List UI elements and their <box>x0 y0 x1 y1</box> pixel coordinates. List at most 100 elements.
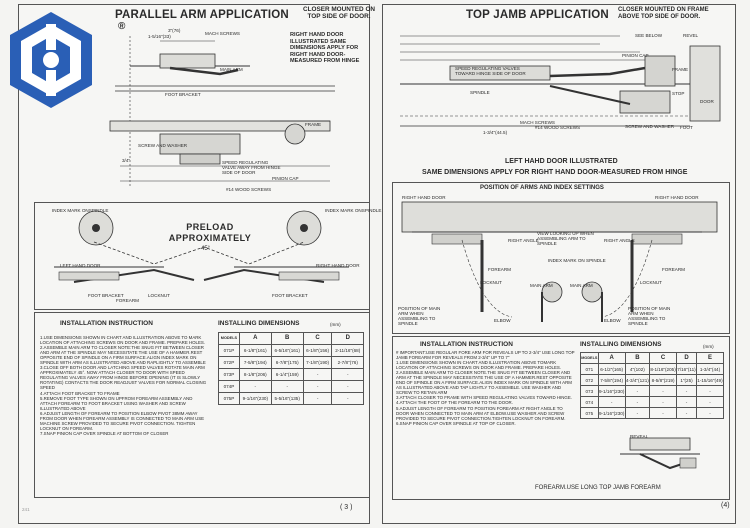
speed-valve-label-r: SPEED REGULATING VALVES TOWARD HINGE SID… <box>455 66 526 76</box>
cell: 2-11/16"(68) <box>331 344 364 357</box>
elbow-r-label: ELBOW <box>604 318 621 323</box>
dim-header: D <box>676 352 697 364</box>
pinion-cap-label-r: PINION CAP <box>622 53 649 58</box>
reveal-small-label: REVEAL <box>630 434 649 439</box>
cell: 9-1/16"(230) <box>238 392 272 405</box>
foot-label: FOOT <box>680 125 693 130</box>
right-hand-door-l-label: RIGHT HAND DOOR <box>402 195 446 200</box>
reveal-drawing <box>620 437 700 470</box>
speed-valve-label: SPEED REGULATING VALVE AWAY FROM HINGE S… <box>222 160 281 175</box>
right-step: 3.ATTACH CLOSER TO FRAME WITH SPEED REGU… <box>396 395 572 401</box>
right-dim-table: MODELS A B C D E 071 6-1/2"(165) 4"(102)… <box>580 352 725 419</box>
dim-top-label: 3"(76) <box>168 28 181 33</box>
cell: - <box>649 385 678 397</box>
cell: 7-5/8"(194) <box>597 374 626 386</box>
pinion-cap-label: PINION CAP <box>272 176 299 181</box>
left-closer-note: CLOSER MOUNTED ON TOP SIDE OF DOOR. <box>302 6 376 21</box>
index-mark-left-label: INDEX MARK ONSPINDLE <box>52 208 109 213</box>
illustrated-text: LEFT HAHD DOOR ILLUSTRATED <box>505 158 618 165</box>
index-mark-label-r: INDEX MARK ON SPINDLE <box>548 258 606 263</box>
table-row: 073 9-1/16"(230) - - - - <box>580 385 725 397</box>
cell: 6-7/8"(175) <box>270 356 304 369</box>
registered-mark: ® <box>118 21 126 32</box>
left-small-number: 241 <box>22 507 30 512</box>
right-install-title: INSTALLATION INSTRUCTION <box>420 341 513 348</box>
cell: 4-3/4"(121) <box>624 374 651 386</box>
screw-washer-label: SCREW AND WASHER <box>138 143 188 148</box>
spindle-label: SPINDLE <box>470 90 490 95</box>
cell: 072 <box>580 374 599 386</box>
right-step: 6.SNAP PINION CAP OVER SPINDLE AT TOP OF… <box>396 420 516 426</box>
cell: - <box>624 385 651 397</box>
forearm-label-r: FOREARM <box>488 267 511 272</box>
left-install-steps: 1.USE DIMENSIONS SHOWN IN CHART AND ILLU… <box>40 335 208 436</box>
right-step: 5.ADJUST LENGTH OF FOREARM TO POSITION F… <box>396 405 566 421</box>
table-row: 071P 6-1/8"(161) 6-5/16"(161) 6-1/8"(156… <box>218 344 364 357</box>
right-hand-door-label: RIGHT HAND DOOR <box>316 263 360 268</box>
right-hand-door-r-label: RIGHT HAND DOOR <box>655 195 699 200</box>
locknut-label-r: LOCKNUT <box>480 280 502 285</box>
cell: 074 <box>580 396 599 408</box>
position-l-label: POSITION OF MAIN ARM WHEN ASSEMBLING TO … <box>398 306 441 326</box>
left-hand-door-label: LEFT HAND DOOR <box>60 263 101 268</box>
right-door-note: RIGHT HAND DOOR ILLUSTRATED SAME DIMENSI… <box>290 32 360 64</box>
foot-bracket-label-3: FOOT BRACKET <box>272 293 308 298</box>
cell: 6-5/16"(161) <box>270 344 304 357</box>
position-r-label: POSITION OF MAIN ARM WHEN ASSEMBLING TO … <box>628 306 671 326</box>
locknut-label-r2: LOCKNUT <box>640 280 662 285</box>
cell: 073P <box>218 368 240 381</box>
brand-logo <box>10 12 92 108</box>
left-step: 4.ATTACH FOOT BRACKET TO FRAME <box>40 390 120 396</box>
foot-bracket-label-2: FOOT BRACKET <box>88 293 124 298</box>
dim-header: D <box>331 332 364 345</box>
cell: - <box>649 396 678 408</box>
table-row: 072 7-5/8"(194) 4-3/4"(121) 8-5/8"(219) … <box>580 374 725 386</box>
left-page-number: ( 3 ) <box>340 504 353 511</box>
cell: - <box>695 396 725 408</box>
mach-screws-label-r: MACH SCREWS <box>520 120 555 125</box>
view-up-label: VIEW LOOKING UP WHEN ASSEMBLING ARM TO S… <box>537 231 594 246</box>
cell: - <box>649 407 678 419</box>
position-section <box>392 182 730 334</box>
dim-header: E <box>695 352 725 364</box>
right-closer-note: CLOSER MOUNTED ON FRAME ABOVE TOP SIDE O… <box>618 7 709 20</box>
cell: - <box>302 392 333 405</box>
dim-side-label: 3/4" <box>122 158 131 163</box>
table-row: 071 6-1/2"(165) 4"(102) 8-1/16"(205) 7/1… <box>580 363 725 375</box>
cell: - <box>302 380 333 393</box>
frame-label-r: FRAME <box>672 67 689 72</box>
cell: - <box>695 385 725 397</box>
dim-header: A <box>597 352 626 364</box>
cell: - <box>270 380 304 393</box>
dim-header: C <box>302 332 333 345</box>
mach-screws-label: MACH SCREWS <box>205 31 240 36</box>
cell: 073 <box>580 385 599 397</box>
same-dims-text: SAME DIMENSIONS APPLY FOR RIGHT HAND DOO… <box>422 169 688 176</box>
cell: - <box>331 380 364 393</box>
cell: - <box>597 396 626 408</box>
cell: 9-1/16"(230) <box>597 407 626 419</box>
main-arm-r-label: MAIN ARM <box>570 283 593 288</box>
right-page <box>382 4 736 524</box>
cell: 8-1/16"(205) <box>649 363 678 375</box>
left-install-title: INSTALLATION INSTRUCTION <box>60 320 153 327</box>
main-arm-label: MAIN ARM <box>220 67 243 72</box>
dim-label-r: 1-3/4"(44.5) <box>483 130 508 135</box>
cell: - <box>331 392 364 405</box>
forearm-label-r2: FOREARM <box>662 267 685 272</box>
cell: 7/16"(11) <box>676 363 697 375</box>
table-row: 075P 9-1/16"(230) 5-5/16"(135) - - <box>218 392 364 405</box>
right-dim-unit: (mm) <box>703 344 714 349</box>
frame-label: FRAME <box>305 122 322 127</box>
cell: 6-1/8"(161) <box>238 344 272 357</box>
stop-label: STOP <box>672 91 685 96</box>
cell: - <box>624 407 651 419</box>
wood-screws-label: #14 WOOD SCREWS <box>226 187 272 192</box>
forearm-label: FOREARM <box>116 298 139 303</box>
cell: - <box>695 407 725 419</box>
cell: 2-7/8"(76) <box>331 356 364 369</box>
table-row: 074P - - - - <box>218 380 364 393</box>
cell: 072P <box>218 356 240 369</box>
cell: 6-1/4"(159) <box>270 368 304 381</box>
right-step: 4.ATTACH THE FOOT OF THE FOREARM TO THE … <box>396 400 513 406</box>
